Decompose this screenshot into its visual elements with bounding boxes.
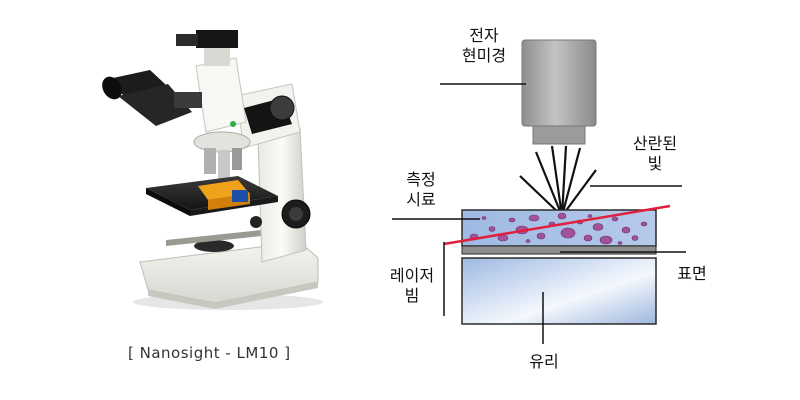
- scattered-light-label-line-2: 빛: [647, 154, 663, 173]
- particle: [621, 226, 631, 234]
- objective-label: 전자 현미경: [448, 26, 520, 66]
- scattered-light-rays: [519, 145, 597, 217]
- particle: [528, 214, 540, 222]
- eyepiece-tube: [174, 92, 202, 108]
- base-edge: [148, 282, 318, 309]
- sample-label: 측정 시료: [396, 170, 446, 210]
- particle: [617, 241, 623, 245]
- camera-mount: [204, 48, 230, 66]
- particle: [587, 214, 593, 218]
- particles: [469, 212, 648, 245]
- objective-label-line-1: 전자: [469, 26, 499, 45]
- laser-label-line-1: 레이저: [389, 266, 435, 285]
- surface-label: 표면: [677, 264, 707, 283]
- particle: [640, 221, 648, 227]
- camera-cap: [176, 34, 198, 46]
- glass-block: [461, 257, 657, 325]
- eyepiece-rim: [102, 76, 122, 100]
- scattered-light-label-line-1: 산란된: [632, 134, 678, 153]
- objective-2: [218, 150, 230, 180]
- stage-knob: [250, 216, 262, 228]
- particle: [488, 226, 496, 232]
- objective-lens-body: [521, 39, 597, 127]
- microscope-head: [195, 57, 247, 133]
- ray: [560, 145, 568, 217]
- laser-beam: [443, 204, 671, 246]
- laser-label: 레이저 빔: [384, 266, 440, 306]
- particle: [560, 227, 576, 239]
- microscope-photo: [102, 30, 323, 310]
- particle: [525, 239, 531, 243]
- particle: [631, 235, 639, 241]
- schematic-diagram: [392, 39, 686, 344]
- photo-caption: [ Nanosight - LM10 ]: [128, 344, 291, 362]
- objective-lens-tip: [532, 125, 586, 145]
- particle: [583, 234, 593, 242]
- particle: [592, 223, 604, 231]
- ray: [534, 151, 564, 217]
- fine-focus-knob: [289, 207, 303, 221]
- light-port: [194, 240, 234, 252]
- particle: [536, 232, 546, 240]
- objective-3: [232, 148, 242, 170]
- camera-body: [196, 30, 238, 48]
- objective-label-line-2: 현미경: [461, 46, 507, 65]
- laser-label-line-2: 빔: [404, 286, 420, 305]
- ray: [561, 169, 597, 217]
- particle: [508, 217, 516, 223]
- surface-layer: [461, 245, 657, 255]
- particle: [599, 235, 613, 245]
- eyepiece-right: [118, 84, 192, 126]
- stage-edge: [146, 188, 190, 216]
- side-knob: [269, 95, 295, 121]
- particle: [557, 212, 567, 220]
- particle: [611, 216, 619, 222]
- leader-lines: [392, 83, 686, 344]
- particle: [481, 216, 487, 220]
- ray: [550, 145, 564, 217]
- sample-label-line-1: 측정: [406, 170, 436, 189]
- objective-1: [204, 148, 216, 174]
- sample-holder-chip: [232, 190, 248, 202]
- scattered-light-label: 산란된 빛: [620, 134, 690, 174]
- glass-label: 유리: [529, 352, 559, 371]
- sample-label-line-2: 시료: [406, 190, 436, 209]
- power-led: [230, 121, 236, 127]
- ray: [560, 147, 582, 217]
